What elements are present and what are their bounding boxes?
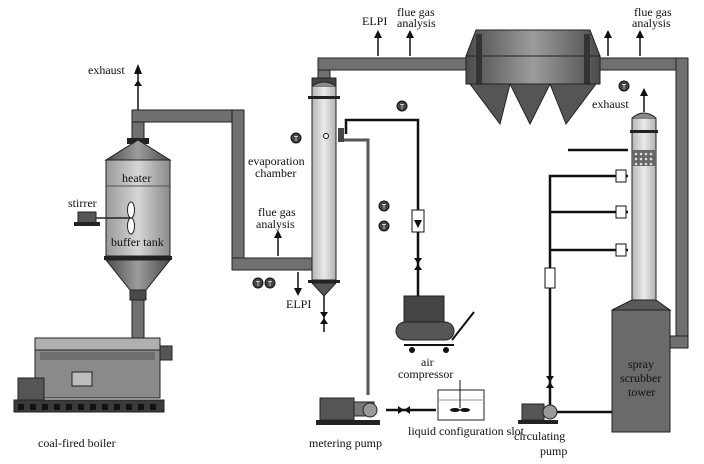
air-compressor-label-1: air xyxy=(421,355,434,369)
buffer-tank-label: buffer tank xyxy=(111,235,164,249)
flue-gas-label-right-2: analysis xyxy=(632,16,671,30)
gauge-symbol: T xyxy=(256,281,261,288)
heater-label: heater xyxy=(122,171,152,185)
circulating-pump xyxy=(518,403,558,424)
elpi-label-bottom: ELPI xyxy=(286,297,312,311)
evaporation-chamber-label-2: chamber xyxy=(255,166,297,180)
precipitator xyxy=(465,29,601,126)
exhaust-label-left: exhaust xyxy=(88,63,125,77)
gauge-symbol: T xyxy=(400,104,405,111)
circulating-pump-label-1: circulating xyxy=(514,429,566,443)
stirrer-blade-icon xyxy=(127,201,135,219)
gauge-symbol: T xyxy=(382,204,387,211)
coal-fired-boiler xyxy=(13,337,173,413)
spray-scrubber-label-2: scrubber xyxy=(620,371,662,385)
exhaust-arrow-left xyxy=(134,64,142,110)
liquid-configuration-slot-label: liquid configuration slot xyxy=(408,424,524,438)
circulating-pump-label-2: pump xyxy=(540,444,568,458)
spray-scrubber-label-3: tower xyxy=(628,385,656,399)
gauge-symbol: T xyxy=(294,136,299,143)
valves xyxy=(398,169,627,414)
sampling-arrows xyxy=(277,36,641,290)
spray-scrubber-label-1: spray xyxy=(628,357,654,371)
evaporation-chamber xyxy=(308,77,344,332)
buffer-tank xyxy=(74,138,172,301)
flue-gas-label-top-1: flue gas xyxy=(397,5,435,19)
liquid-configuration-slot xyxy=(437,380,485,421)
stirrer-label: stirrer xyxy=(68,196,97,210)
arrow-heads xyxy=(274,30,644,296)
gauge-symbol: T xyxy=(382,224,387,231)
evaporation-chamber-label-1: evaporation xyxy=(248,154,305,168)
flue-gas-label-mid-1: flue gas xyxy=(258,205,296,219)
elpi-label-top: ELPI xyxy=(362,14,388,28)
flue-gas-label-right-1: flue gas xyxy=(634,5,672,19)
coal-fired-boiler-label: coal-fired boiler xyxy=(38,436,116,450)
metering-pump xyxy=(316,397,380,425)
liquid-lines xyxy=(344,118,628,414)
air-compressor xyxy=(395,295,475,353)
exhaust-label-right: exhaust xyxy=(592,97,629,111)
gauge-symbol: T xyxy=(622,84,627,91)
gauge-symbol: T xyxy=(268,281,273,288)
flue-gas-label-top-2: analysis xyxy=(397,16,436,30)
air-compressor-label-2: compressor xyxy=(398,367,454,381)
metering-pump-label: metering pump xyxy=(309,436,382,450)
spray-scrubber-tower xyxy=(611,88,672,433)
flue-gas-label-mid-2: analysis xyxy=(256,217,295,231)
